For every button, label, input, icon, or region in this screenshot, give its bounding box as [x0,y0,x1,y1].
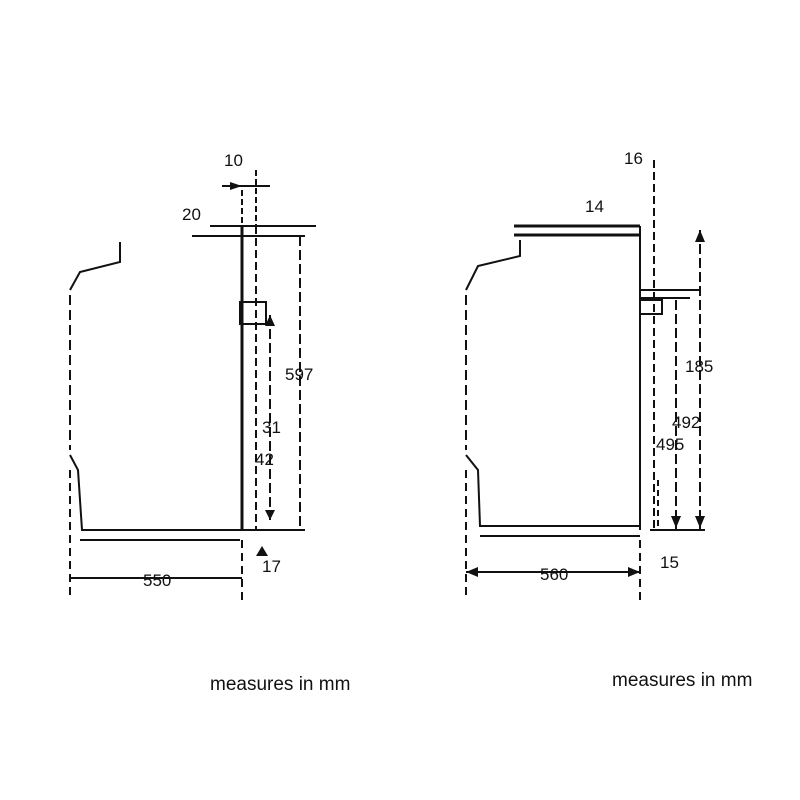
left-dim-top-gap: 10 [224,151,243,170]
left-oven-outline [69,170,316,600]
right-dim-width: 560 [540,565,568,584]
right-dim-bottom: 15 [660,553,679,572]
right-oven-outline [465,160,705,600]
left-dim-inner: 31 [262,418,281,437]
right-dim-inner: 492 [672,413,700,432]
left-caption: measures in mm [210,674,350,695]
left-dim-height: 597 [285,365,313,384]
left-dim-top-offset: 20 [182,205,201,224]
right-arrows [466,230,705,577]
right-caption: measures in mm [612,670,752,691]
right-dim-lower: 495 [656,435,684,454]
right-dim-top-offset: 14 [585,197,604,216]
left-arrows [230,182,275,556]
left-dim-lower: 42 [255,450,274,469]
left-dim-bottom: 17 [262,557,281,576]
right-dim-top-gap: 16 [624,149,643,168]
right-dim-height: 185 [685,357,713,376]
left-dim-width: 550 [143,571,171,590]
